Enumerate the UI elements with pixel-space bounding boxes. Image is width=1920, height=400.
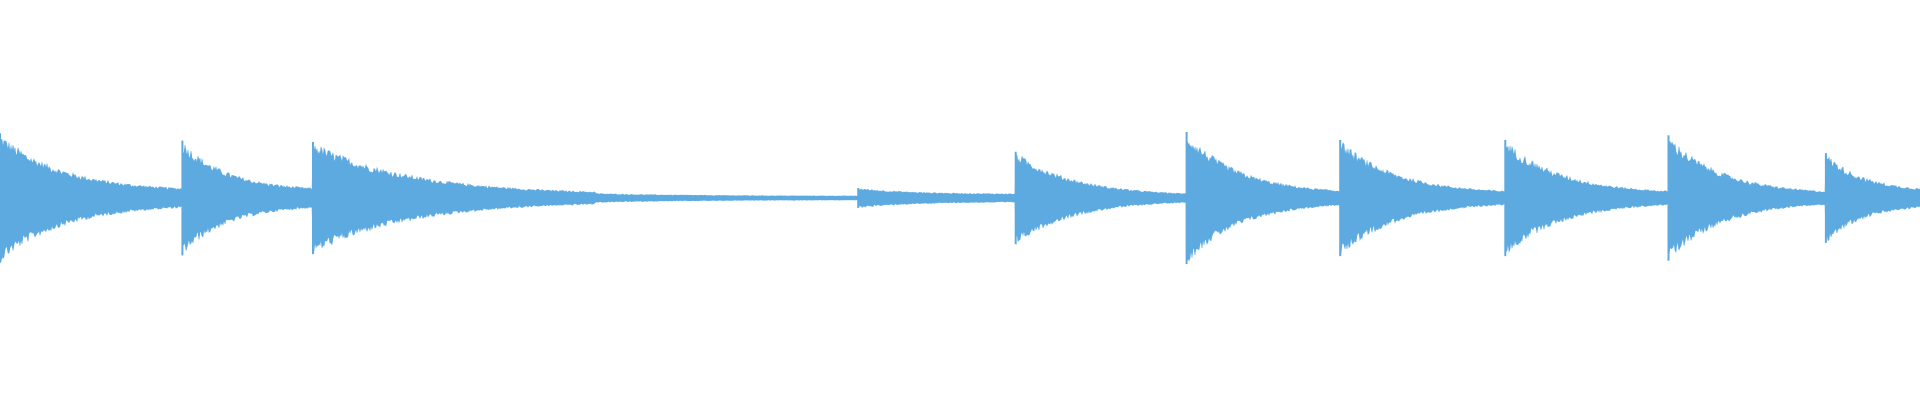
waveform-trace-group bbox=[0, 132, 1920, 264]
waveform-envelope bbox=[0, 137, 1920, 263]
